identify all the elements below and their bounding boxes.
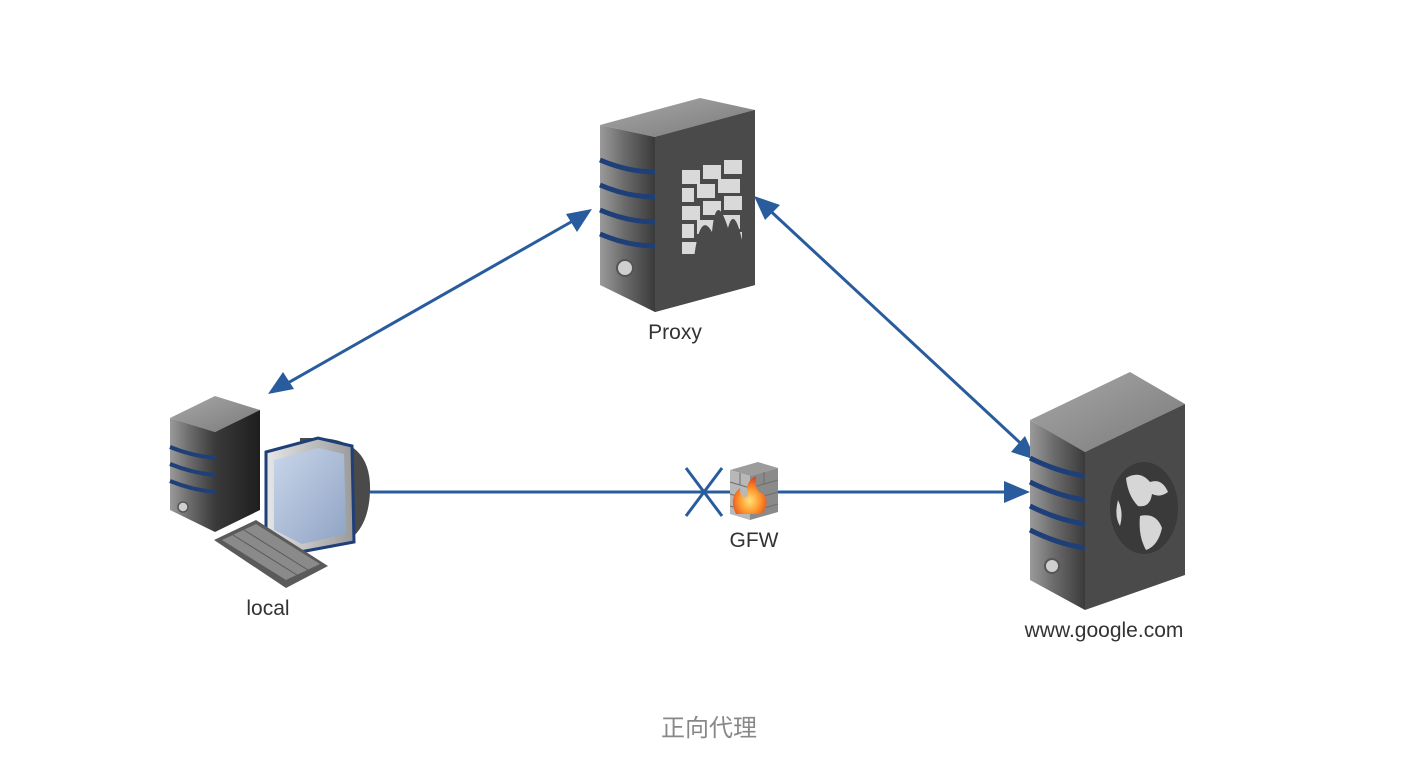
edge-local-google-blocked — [370, 467, 1030, 517]
proxy-drive-stripes — [599, 157, 656, 249]
edge-local-proxy — [268, 209, 592, 394]
arrowhead-to-proxy-right — [754, 196, 780, 220]
arrowhead-to-google-blocked — [1004, 481, 1030, 503]
edge-proxy-google — [754, 196, 1036, 460]
flame-icon — [732, 476, 767, 514]
google-power-icon — [1044, 558, 1060, 574]
globe-icon — [1110, 462, 1178, 554]
diagram-caption: 正向代理 — [661, 714, 757, 742]
firewall-icon — [729, 462, 779, 520]
arrowhead-to-local — [268, 372, 294, 394]
desktop-computer-icon — [169, 396, 371, 588]
gfw-label: GFW — [730, 529, 779, 552]
proxy-server-icon — [599, 98, 755, 312]
arrowhead-to-proxy — [566, 209, 592, 232]
proxy-label: Proxy — [648, 321, 702, 344]
local-label: local — [246, 597, 289, 620]
blocked-x-icon — [684, 467, 724, 517]
web-server-icon — [1028, 372, 1185, 610]
brick-wall-icon — [682, 160, 742, 262]
google-label: www.google.com — [1024, 619, 1184, 642]
monitor-icon — [264, 436, 371, 554]
keyboard-icon — [214, 520, 328, 588]
arrowhead-to-google — [1011, 436, 1036, 460]
proxy-power-icon — [616, 259, 634, 277]
